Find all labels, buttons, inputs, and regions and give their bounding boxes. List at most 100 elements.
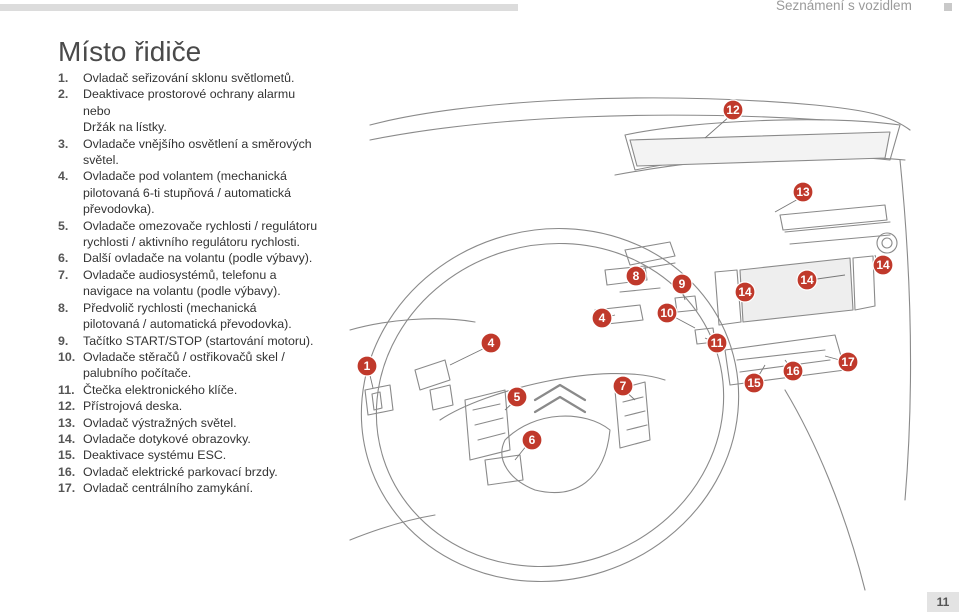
callout-label: 6 <box>529 433 536 447</box>
legend-item-text: Tačítko START/STOP (startování motoru). <box>83 333 314 348</box>
legend-item: 15. Deaktivace systému ESC. <box>58 447 328 463</box>
legend-item-number: 3. <box>58 136 69 151</box>
legend-item-number: 16. <box>58 464 76 479</box>
legend-item-text: Deaktivace prostorové ochrany alarmu <box>83 87 296 102</box>
legend-item-number: 10. <box>58 349 76 364</box>
callout-4: 4 <box>480 332 502 354</box>
legend-item: 10. Ovladače stěračů / ostřikovačů skel /… <box>58 349 328 382</box>
legend-item-number: 7. <box>58 267 69 282</box>
legend-item: 14. Ovladače dotykové obrazovky. <box>58 431 328 447</box>
legend-item-text: Ovladače stěračů / ostřikovačů skel / <box>83 349 285 364</box>
legend-item-text: Ovladač elektrické parkovací brzdy. <box>83 464 278 479</box>
legend-item-number: 4. <box>58 169 69 184</box>
legend-item-text: Ovladač výstražných světel. <box>83 415 237 430</box>
callout-label: 8 <box>633 269 640 283</box>
callout-label: 4 <box>488 336 495 350</box>
callout-label: 14 <box>738 285 752 299</box>
legend-item: 5. Ovladače omezovače rychlosti / regulát… <box>58 218 328 251</box>
callout-1: 1 <box>356 355 378 377</box>
legend-item-number: 1. <box>58 71 69 85</box>
callout-5: 5 <box>506 386 528 408</box>
legend-item-text: Deaktivace systému ESC. <box>83 448 227 463</box>
legend-item: 16. Ovladač elektrické parkovací brzdy. <box>58 464 328 480</box>
legend-item-number: 11. <box>58 382 75 397</box>
legend-item-number: 9. <box>58 333 69 348</box>
callout-14: 14 <box>796 269 818 291</box>
callout-9: 9 <box>671 273 693 295</box>
legend-item-number: 5. <box>58 218 69 233</box>
callout-label: 9 <box>679 277 686 291</box>
legend-item-text: palubního počítače. <box>83 366 192 381</box>
callout-15: 15 <box>743 372 765 394</box>
legend-item-number: 2. <box>58 87 69 102</box>
legend-item-number: 17. <box>58 481 76 496</box>
legend-item-text: rychlosti / aktivního regulátoru rychlos… <box>83 235 300 250</box>
legend-item-number: 13. <box>58 415 76 430</box>
legend-item: 9. Tačítko START/STOP (startování motoru)… <box>58 333 328 349</box>
legend-item-text: Čtečka elektronického klíče. <box>83 382 238 397</box>
legend-item: 1. Ovladač seřizování sklonu světlometů. <box>58 70 328 86</box>
legend-item-text: Ovladače omezovače rychlosti / regulátor… <box>83 218 318 233</box>
legend-item: 6. Další ovladače na volantu (podle výbav… <box>58 250 328 266</box>
header-marker <box>944 3 952 11</box>
legend-item: 11. Čtečka elektronického klíče. <box>58 382 328 398</box>
legend-item-text: světel. <box>83 153 119 168</box>
legend-list: 1.Ovladač seřizování sklonu světlometů.2… <box>58 70 328 497</box>
legend-item-number: 12. <box>58 399 76 414</box>
legend-item-text: Další ovladače na volantu (podle výbavy)… <box>83 251 313 266</box>
legend-item: 12. Přístrojová deska. <box>58 398 328 414</box>
legend-item: 3. Ovladače vnějšího osvětlení a směrovýc… <box>58 136 328 169</box>
legend-item-number: 15. <box>58 448 76 463</box>
callout-label: 15 <box>747 376 761 390</box>
callout-8: 8 <box>625 265 647 287</box>
legend-item-text: Držák na lístky. <box>83 120 167 135</box>
page-number: 11 <box>927 592 959 612</box>
legend-item-text: Ovladače vnějšího osvětlení a směrových <box>83 136 312 151</box>
legend-item-number: 8. <box>58 300 69 315</box>
legend-item-text: Předvolič rychlosti (mechanická <box>83 300 257 315</box>
legend-item-text: nebo <box>83 103 111 118</box>
legend-item-number: 6. <box>58 251 69 266</box>
legend-item-number: 14. <box>58 431 76 446</box>
callout-14: 14 <box>734 281 756 303</box>
header-bar <box>0 4 518 11</box>
callout-label: 4 <box>599 311 606 325</box>
callout-17: 17 <box>837 351 859 373</box>
legend-item: 7. Ovladače audiosystémů, telefonu a navig… <box>58 267 328 300</box>
callout-label: 7 <box>620 379 627 393</box>
legend-item-text: navigace na volantu (podle výbavy). <box>83 284 281 299</box>
legend-item: 8. Předvolič rychlosti (mechanická pilotov… <box>58 300 328 333</box>
legend-item-text: Ovladače audiosystémů, telefonu a <box>83 267 277 282</box>
callout-13: 13 <box>792 181 814 203</box>
callout-label: 1 <box>364 359 371 373</box>
legend-item-text: pilotovaná / automatická převodovka). <box>83 317 292 332</box>
legend-item-text: Ovladač seřizování sklonu světlometů. <box>83 71 295 85</box>
legend-item: 13. Ovladač výstražných světel. <box>58 415 328 431</box>
legend-item-text: Ovladače pod volantem (mechanická <box>83 169 287 184</box>
callout-label: 13 <box>796 185 810 199</box>
legend-item-text: pilotovaná 6-ti stupňová / automatická <box>83 185 292 200</box>
page-title: Místo řidiče <box>58 36 202 67</box>
callout-11: 11 <box>706 332 728 354</box>
callout-4: 4 <box>591 307 613 329</box>
callout-7: 7 <box>612 375 634 397</box>
section-title: Seznámení s vozidlem <box>776 0 912 13</box>
legend-item-text: Přístrojová deska. <box>83 399 183 414</box>
legend-item-text: Ovladače dotykové obrazovky. <box>83 431 251 446</box>
callout-label: 11 <box>711 336 724 350</box>
callout-label: 5 <box>514 390 521 404</box>
callout-label: 17 <box>841 355 855 369</box>
legend-item-text: Ovladač centrálního zamykání. <box>83 481 254 496</box>
callout-label: 14 <box>800 273 814 287</box>
callout-14: 14 <box>872 254 894 276</box>
callout-16: 16 <box>782 360 804 382</box>
callout-12: 12 <box>722 99 744 121</box>
callout-label: 10 <box>660 306 674 320</box>
legend-item: 17. Ovladač centrálního zamykání. <box>58 480 328 496</box>
callout-10: 10 <box>656 302 678 324</box>
callout-label: 16 <box>786 364 800 378</box>
